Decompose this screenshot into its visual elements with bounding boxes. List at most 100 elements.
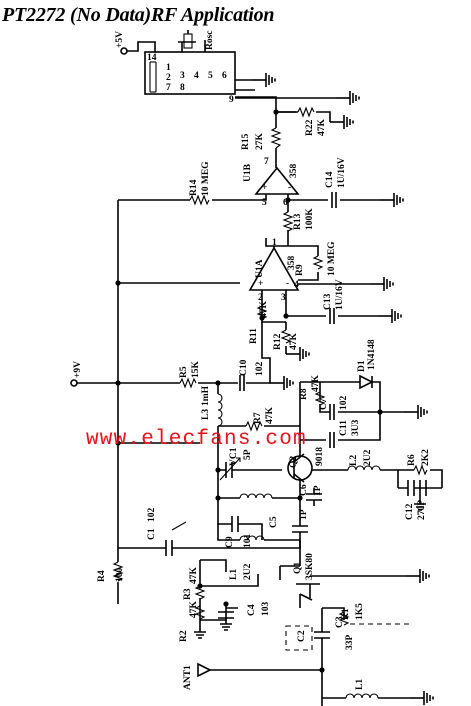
ground-symbol xyxy=(269,375,294,391)
c4-value: 103 xyxy=(261,602,271,617)
ground-symbol xyxy=(405,568,430,584)
q1-label: Q1 xyxy=(293,562,303,574)
u1b-opamp: + - xyxy=(254,166,300,195)
r4-label: R4 xyxy=(97,570,107,582)
l2-inductor xyxy=(347,465,381,471)
antenna-symbol xyxy=(197,662,212,678)
r4-value: 100 xyxy=(115,568,125,583)
r22-value: 47K xyxy=(317,119,327,137)
r11-value: 47K xyxy=(259,301,269,319)
l3-label: L3 xyxy=(201,409,211,420)
l2-label: L2 xyxy=(349,455,359,466)
r3-resistor xyxy=(194,585,206,600)
r7-value: 47K xyxy=(265,407,275,425)
chip-pin-5: 5 xyxy=(208,71,213,81)
c11-label: C11 xyxy=(339,420,349,436)
c7-label: C7 xyxy=(319,398,329,410)
chip-pin-6: 6 xyxy=(222,71,227,81)
r15-value: 27K xyxy=(255,133,265,151)
l3-inductor xyxy=(217,393,223,427)
r22-resistor xyxy=(297,106,315,118)
u1b-pin5: 5 xyxy=(262,198,267,208)
r5-label: R5 xyxy=(179,366,189,378)
c2-capacitor xyxy=(285,625,313,651)
c14-value: 1U/16V xyxy=(337,157,347,188)
r7-label: R7 xyxy=(253,412,263,424)
c5-label: C5 xyxy=(269,516,279,528)
pin14-label: 14 xyxy=(147,53,157,63)
r4-resistor xyxy=(112,561,124,582)
r6-resistor xyxy=(413,464,428,476)
vc1-label: VC1 xyxy=(229,447,239,466)
svg-text:-: - xyxy=(286,279,289,289)
l1a-label: L1 xyxy=(229,569,239,580)
u1a-pin2: 2 xyxy=(258,293,263,303)
pin9-label: 9 xyxy=(229,95,234,105)
c7-capacitor xyxy=(329,404,335,420)
c6-value: 1P xyxy=(313,485,323,496)
c11-value: 3U3 xyxy=(351,419,361,436)
vc1-value: 5P xyxy=(243,449,253,460)
r12-label: R12 xyxy=(273,333,283,350)
r2-label: R2 xyxy=(179,630,189,642)
r2-resistor xyxy=(194,605,206,620)
vcc5-label: +5V xyxy=(115,31,125,48)
r5-value: 15K xyxy=(191,361,201,379)
u1b-pin7: 7 xyxy=(264,157,269,167)
c11-capacitor xyxy=(329,432,335,448)
ground-symbol xyxy=(403,404,428,420)
c12-capacitor xyxy=(407,480,415,496)
c13-capacitor xyxy=(329,308,335,324)
q1-transistor xyxy=(279,540,320,608)
ground-symbol xyxy=(335,90,360,106)
d1-value: 1N4148 xyxy=(367,339,377,370)
u1a-part: 358 xyxy=(287,256,297,271)
r6-label: R6 xyxy=(407,454,417,466)
r15-label: R15 xyxy=(241,133,251,150)
u1b-pin6: 6 xyxy=(283,198,288,208)
l1a-value: 2U2 xyxy=(243,563,253,580)
diagram-title: PT2272 (No Data)RF Application xyxy=(2,4,275,26)
q2-label: Q2 xyxy=(289,456,299,468)
l1-inductor xyxy=(345,693,379,699)
c10-capacitor xyxy=(239,375,245,391)
c1-label: C1 xyxy=(147,528,157,540)
svg-text:+: + xyxy=(258,279,263,289)
r22-label: R22 xyxy=(305,119,315,136)
ground-symbol xyxy=(377,308,402,324)
r9-label: R9 xyxy=(295,264,305,276)
ground-symbol xyxy=(251,72,276,88)
r13-value: 100K xyxy=(305,208,315,230)
r14-label: R14 xyxy=(189,179,199,196)
chip-pin-2: 2 xyxy=(166,73,171,83)
r5-resistor xyxy=(179,377,197,389)
c10-value: 102 xyxy=(255,362,265,377)
r12-resistor xyxy=(280,329,292,344)
c3-label: C3 xyxy=(335,616,345,628)
d1-label: D1 xyxy=(357,360,367,372)
r11-resistor xyxy=(256,305,268,320)
r11-label: R11 xyxy=(249,328,259,344)
chip-pin-1: 1 xyxy=(166,63,171,73)
r15-resistor xyxy=(270,127,282,149)
r8-label: R8 xyxy=(299,388,309,400)
svg-text:-: - xyxy=(288,183,291,193)
r6-value: 2K2 xyxy=(421,449,431,466)
r9-value: 10 MEG xyxy=(327,241,337,276)
r13-label: R13 xyxy=(293,213,303,230)
c9-capacitor xyxy=(231,516,239,532)
r7-resistor xyxy=(245,420,263,432)
l1a-inductor xyxy=(239,535,265,541)
c6-label: C6 xyxy=(299,484,309,496)
l2-value: 2U2 xyxy=(363,449,373,466)
c12-label: C12 xyxy=(405,503,415,520)
c9-label: C9 xyxy=(225,536,235,548)
c13-value: 1U/16V xyxy=(335,279,345,310)
ground-symbol xyxy=(409,690,434,706)
u1b-part: 358 xyxy=(289,164,299,179)
vcc9-label: +9V xyxy=(73,361,83,378)
r14-resistor xyxy=(189,194,210,206)
vcc9-terminal xyxy=(70,379,78,387)
u1a-pin1: 1 xyxy=(272,238,277,248)
r3-value: 47K xyxy=(189,567,199,585)
